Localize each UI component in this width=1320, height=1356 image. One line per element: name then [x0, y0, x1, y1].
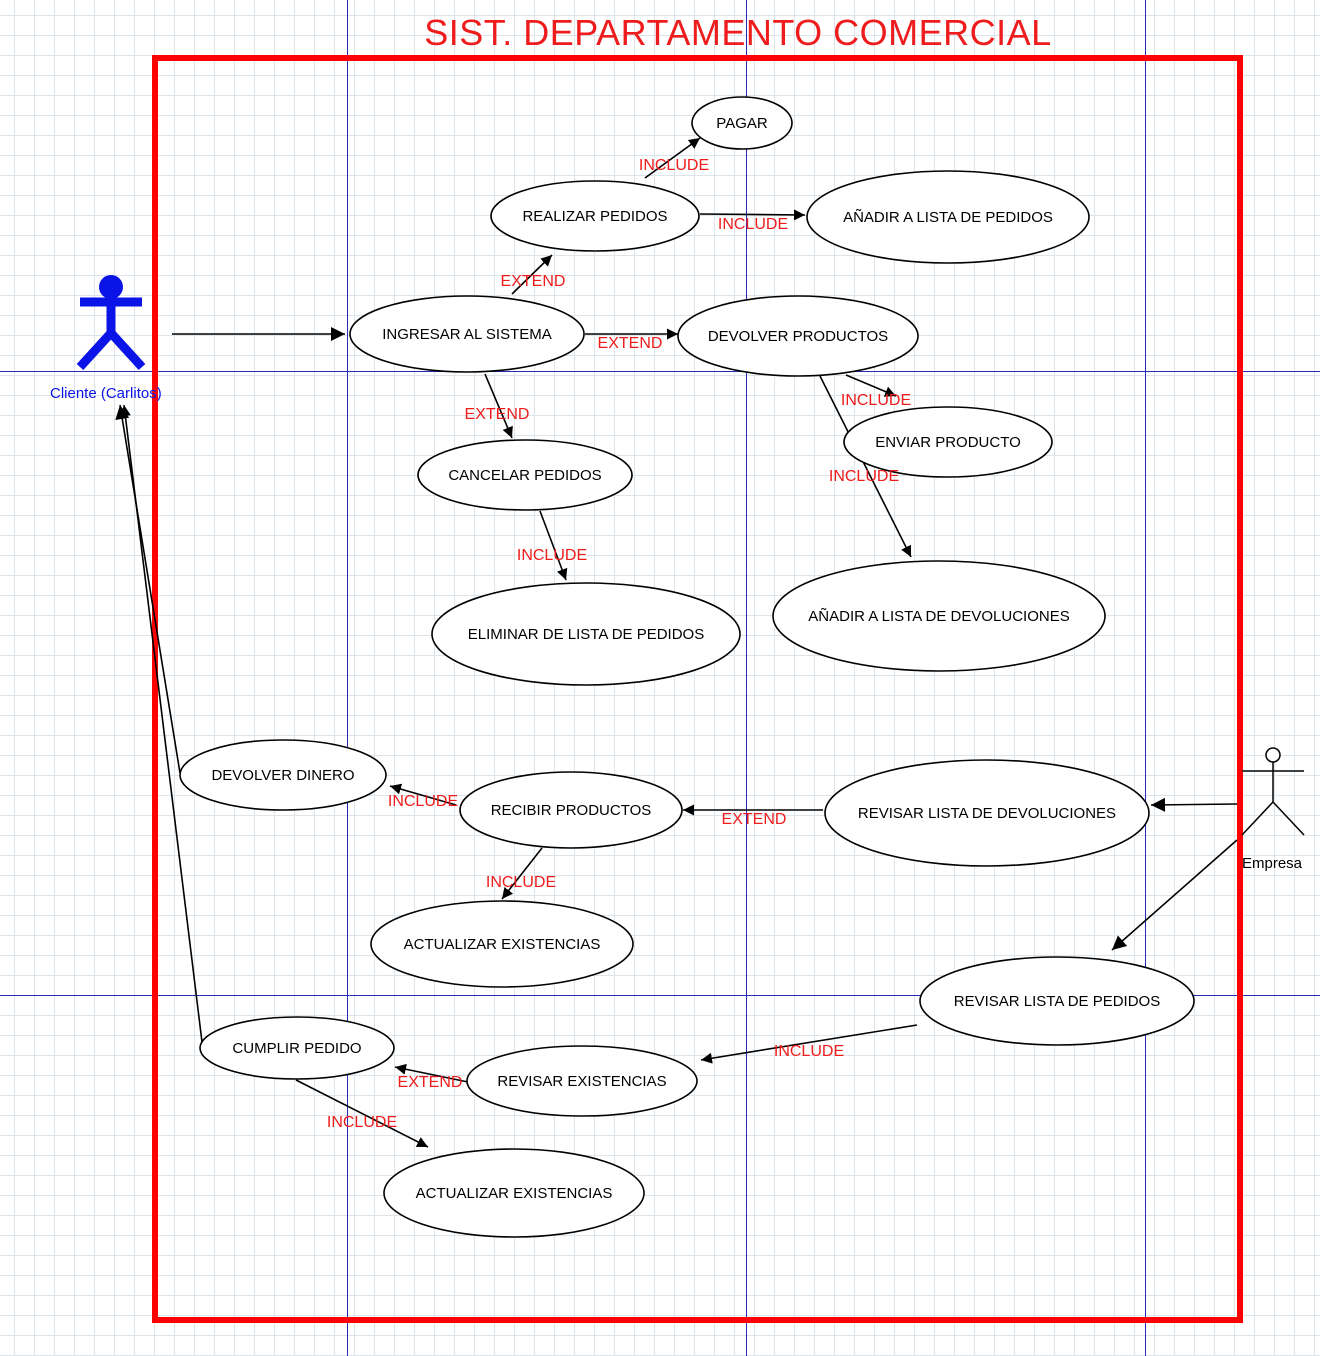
use-case-enviar-producto[interactable]: ENVIAR PRODUCTO: [843, 406, 1053, 478]
guide-line-horizontal: [0, 371, 1320, 372]
use-case-revisar-lista-pedidos[interactable]: REVISAR LISTA DE PEDIDOS: [919, 956, 1195, 1046]
actor-leg: [76, 329, 115, 371]
relation-label-include: INCLUDE: [388, 793, 458, 810]
use-case-ellipse: [490, 180, 700, 252]
use-case-devolver-dinero[interactable]: DEVOLVER DINERO: [179, 739, 387, 811]
use-case-ellipse: [431, 582, 741, 686]
use-case-label: AÑADIR A LISTA DE PEDIDOS: [843, 209, 1053, 226]
relation-realizar-pedidos-to-anadir-lista-pedidos: [699, 209, 806, 221]
use-case-ellipse: [370, 900, 634, 988]
guide-line-vertical: [1145, 0, 1146, 1356]
relation-devolver-productos-to-enviar-producto: [845, 374, 897, 397]
actor-head: [99, 275, 123, 299]
relation-empresa-to-revisar-lista-pedidos: [1111, 839, 1238, 951]
actor-cliente-figure[interactable]: [76, 275, 146, 371]
use-case-revisar-lista-devoluciones[interactable]: REVISAR LISTA DE DEVOLUCIONES: [824, 759, 1150, 867]
relation-cancelar-pedidos-to-eliminar-lista-pedidos: [539, 510, 568, 581]
relation-label-include: INCLUDE: [774, 1043, 844, 1060]
use-case-label: ENVIAR PRODUCTO: [875, 434, 1021, 451]
use-case-ellipse: [919, 956, 1195, 1046]
relation-empresa-to-revisar-lista-devoluciones: [1150, 797, 1238, 812]
use-case-label: INGRESAR AL SISTEMA: [382, 326, 552, 343]
use-case-ellipse: [466, 1045, 698, 1117]
use-case-ellipse: [772, 560, 1106, 672]
relation-label-include: INCLUDE: [486, 874, 556, 891]
relation-cumplir-pedido-to-cliente: [119, 404, 203, 1043]
use-case-ellipse: [349, 295, 585, 373]
use-case-label: ACTUALIZAR EXISTENCIAS: [404, 936, 601, 953]
diagram-title: SIST. DEPARTAMENTO COMERCIAL: [424, 12, 1052, 53]
relation-label-extend: EXTEND: [598, 335, 663, 352]
relation-devolver-dinero-to-cliente: [115, 404, 181, 774]
use-case-anadir-lista-pedidos[interactable]: AÑADIR A LISTA DE PEDIDOS: [806, 170, 1090, 264]
use-case-label: CANCELAR PEDIDOS: [448, 467, 601, 484]
actor-leg: [1272, 801, 1305, 836]
relation-ingresar-sistema-to-cancelar-pedidos: [484, 373, 513, 439]
use-case-ellipse: [824, 759, 1150, 867]
relation-label-include: INCLUDE: [517, 547, 587, 564]
use-case-label: REVISAR LISTA DE PEDIDOS: [954, 993, 1160, 1010]
actor-label-empresa: Empresa: [1242, 855, 1303, 872]
use-case-devolver-productos[interactable]: DEVOLVER PRODUCTOS: [677, 295, 919, 377]
use-case-label: REALIZAR PEDIDOS: [522, 208, 667, 225]
use-case-ellipse: [843, 406, 1053, 478]
use-case-label: RECIBIR PRODUCTOS: [491, 802, 652, 819]
use-case-label: AÑADIR A LISTA DE DEVOLUCIONES: [808, 608, 1069, 625]
use-case-cumplir-pedido[interactable]: CUMPLIR PEDIDO: [199, 1016, 395, 1080]
relation-revisar-existencias-to-cumplir-pedido: [394, 1063, 469, 1083]
use-case-cancelar-pedidos[interactable]: CANCELAR PEDIDOS: [417, 439, 633, 511]
use-case-revisar-existencias[interactable]: REVISAR EXISTENCIAS: [466, 1045, 698, 1117]
use-case-eliminar-lista-pedidos[interactable]: ELIMINAR DE LISTA DE PEDIDOS: [431, 582, 741, 686]
relation-label-include: INCLUDE: [718, 216, 788, 233]
use-case-label: REVISAR LISTA DE DEVOLUCIONES: [858, 805, 1116, 822]
relation-cumplir-pedido-to-actualizar-existencias-2: [295, 1079, 429, 1148]
use-case-label: CUMPLIR PEDIDO: [232, 1040, 361, 1057]
use-case-ellipse: [806, 170, 1090, 264]
use-case-label: ACTUALIZAR EXISTENCIAS: [416, 1185, 613, 1202]
use-case-ellipse: [199, 1016, 395, 1080]
actor-label-cliente: Cliente (Carlitos): [50, 385, 162, 402]
guide-line-vertical: [746, 0, 747, 1356]
relation-recibir-productos-to-devolver-dinero: [389, 783, 457, 806]
relation-recibir-productos-to-actualizar-existencias-1: [501, 847, 543, 900]
use-case-ellipse: [459, 771, 683, 849]
use-case-label: DEVOLVER DINERO: [211, 767, 354, 784]
use-case-ingresar-sistema[interactable]: INGRESAR AL SISTEMA: [349, 295, 585, 373]
guide-line-horizontal: [0, 995, 1320, 996]
relation-realizar-pedidos-to-pagar: [644, 137, 701, 179]
use-case-ellipse: [383, 1148, 645, 1238]
use-case-ellipse: [691, 96, 793, 150]
use-case-pagar[interactable]: PAGAR: [691, 96, 793, 150]
use-case-ellipse: [179, 739, 387, 811]
use-case-label: ELIMINAR DE LISTA DE PEDIDOS: [468, 626, 704, 643]
use-case-realizar-pedidos[interactable]: REALIZAR PEDIDOS: [490, 180, 700, 252]
relation-label-extend: EXTEND: [398, 1074, 463, 1091]
use-case-actualizar-existencias-1[interactable]: ACTUALIZAR EXISTENCIAS: [370, 900, 634, 988]
guide-line-vertical: [347, 0, 348, 1356]
use-case-label: PAGAR: [716, 115, 768, 132]
use-case-anadir-lista-devoluciones[interactable]: AÑADIR A LISTA DE DEVOLUCIONES: [772, 560, 1106, 672]
relation-label-extend: EXTEND: [501, 273, 566, 290]
relation-label-extend: EXTEND: [465, 406, 530, 423]
use-case-ellipse: [417, 439, 633, 511]
relation-label-include: INCLUDE: [639, 157, 709, 174]
relation-label-include: INCLUDE: [841, 392, 911, 409]
actor-head: [1265, 747, 1281, 763]
use-case-label: DEVOLVER PRODUCTOS: [708, 328, 888, 345]
relation-ingresar-sistema-to-realizar-pedidos: [511, 254, 553, 295]
use-case-ellipse: [677, 295, 919, 377]
relation-devolver-productos-to-anadir-lista-devoluciones: [819, 375, 912, 558]
relation-label-include: INCLUDE: [327, 1114, 397, 1131]
use-case-recibir-productos[interactable]: RECIBIR PRODUCTOS: [459, 771, 683, 849]
relation-label-extend: EXTEND: [722, 811, 787, 828]
relation-revisar-lista-pedidos-to-revisar-existencias: [700, 1024, 918, 1064]
actor-empresa-figure[interactable]: [1241, 747, 1305, 836]
actor-leg: [107, 329, 146, 371]
relation-label-include: INCLUDE: [829, 468, 899, 485]
actor-leg: [1241, 801, 1274, 836]
use-case-actualizar-existencias-2[interactable]: ACTUALIZAR EXISTENCIAS: [383, 1148, 645, 1238]
use-case-label: REVISAR EXISTENCIAS: [497, 1073, 666, 1090]
system-boundary: [152, 55, 1243, 1323]
